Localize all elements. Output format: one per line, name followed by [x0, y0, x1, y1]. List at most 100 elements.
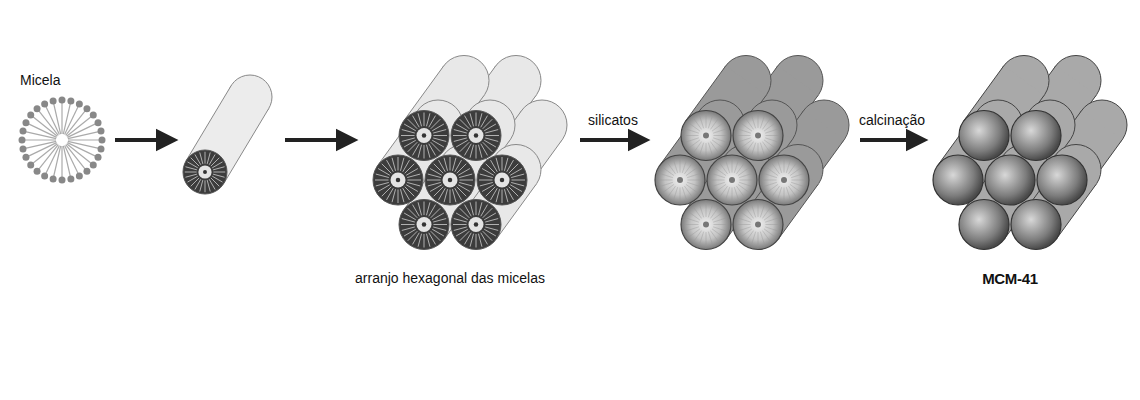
surfactant-ray: [476, 145, 477, 159]
surfactant-ray: [424, 234, 425, 248]
arrow-head: [338, 132, 354, 148]
surfactant-ray: [713, 218, 726, 222]
surfactant-ray: [685, 224, 699, 225]
surfactant-ray: [484, 124, 496, 131]
surfactant-ray: [680, 159, 681, 173]
surfactant-ray: [212, 162, 222, 168]
surfactant-ray: [510, 169, 522, 176]
surfactant-ray: [392, 189, 395, 202]
surfactant-tail: [37, 109, 58, 136]
surfactant-ray: [491, 160, 498, 172]
surfactant-ray: [713, 129, 726, 133]
rod-micelle: [183, 75, 272, 194]
micelle: [19, 97, 106, 184]
arrow-head: [630, 132, 646, 148]
surfactant-head: [22, 154, 29, 161]
surfactant-tail: [63, 146, 71, 179]
surfactant-ray: [732, 159, 733, 173]
surfactant-ray: [764, 182, 777, 186]
surfactant-ray: [213, 172, 225, 173]
surfactant-ray: [485, 219, 498, 222]
surfactant-ray: [764, 229, 775, 237]
surfactant-ray: [455, 188, 462, 200]
surfactant-ray: [398, 190, 399, 204]
surfactant-head: [76, 100, 83, 107]
surfactant-tail: [65, 104, 80, 135]
surfactant-ray: [205, 180, 206, 192]
micelle-core: [198, 165, 211, 178]
surfactant-head: [83, 105, 90, 112]
arrow-head: [908, 132, 924, 148]
surfactant-ray: [738, 129, 751, 133]
surfactant-ray: [376, 182, 389, 185]
pore-face: [985, 155, 1035, 205]
surfactant-ray: [689, 123, 700, 131]
surfactant-ray: [706, 203, 707, 217]
surfactant-tail: [23, 141, 56, 149]
surfactant-ray: [418, 202, 421, 215]
surfactant-ray: [758, 232, 759, 246]
surfactant-ray: [739, 182, 752, 186]
surfactant-ray: [720, 163, 728, 174]
micelle-core: [417, 128, 432, 143]
surfactant-ray: [456, 140, 468, 147]
micelle-center: [474, 133, 479, 138]
surfactant-ray: [418, 234, 421, 247]
surfactant-ray: [673, 187, 677, 200]
surfactant-ray: [407, 174, 420, 177]
surfactant-ray: [195, 154, 201, 164]
surfactant-ray: [432, 124, 444, 131]
product-label: MCM-41: [980, 270, 1040, 287]
surfactant-ray: [484, 213, 496, 220]
surfactant-ray: [737, 224, 751, 225]
surfactant-ray: [402, 219, 415, 222]
arrow-line: [285, 138, 340, 142]
surfactant-ray: [480, 174, 493, 177]
surfactant-ray: [481, 144, 488, 156]
surfactant-ray: [737, 135, 751, 136]
arrow-line: [580, 138, 632, 142]
surfactant-ray: [434, 135, 448, 136]
surfactant-ray: [663, 168, 674, 176]
silica-face: [707, 155, 757, 205]
micelle-core: [391, 173, 406, 188]
surfactant-ray: [452, 189, 455, 202]
micelle-face: [451, 200, 501, 250]
surfactant-tail: [53, 101, 61, 134]
surfactant-head: [20, 145, 27, 152]
surfactant-ray: [454, 130, 467, 133]
surfactant-ray: [706, 143, 707, 157]
surfactant-head: [90, 161, 97, 168]
surfactant-tail: [61, 146, 62, 180]
micelle-core: [495, 173, 510, 188]
surfactant-ray: [459, 182, 472, 185]
surfactant-ray: [511, 174, 524, 177]
surfactant-ray: [185, 167, 196, 170]
silica-face: [681, 200, 731, 250]
cylinder-edge: [186, 86, 231, 161]
surfactant-ray: [496, 189, 499, 202]
surfactant-ray: [406, 169, 418, 176]
surfactant-ray: [402, 138, 415, 141]
surfactant-tail: [68, 131, 101, 139]
surfactant-ray: [429, 233, 436, 245]
surfactant-ray: [762, 142, 770, 153]
micelle-center: [203, 170, 207, 174]
surfactant-ray: [758, 114, 759, 128]
surfactant-ray: [470, 234, 473, 247]
surfactant-ray: [486, 224, 500, 225]
surfactant-ray: [710, 231, 718, 242]
surfactant-ray: [738, 184, 749, 192]
surfactant-ray: [465, 116, 472, 128]
surfactant-tail: [68, 139, 102, 140]
surfactant-ray: [760, 232, 764, 245]
surfactant-ray: [712, 173, 725, 177]
surfactant-ray: [688, 180, 702, 181]
surfactant-ray: [673, 160, 677, 173]
surfactant-ray: [763, 180, 777, 181]
surfactant-ray: [429, 144, 436, 156]
surfactant-ray: [400, 158, 403, 171]
surfactant-head: [34, 105, 41, 112]
surfactant-ray: [444, 158, 447, 171]
